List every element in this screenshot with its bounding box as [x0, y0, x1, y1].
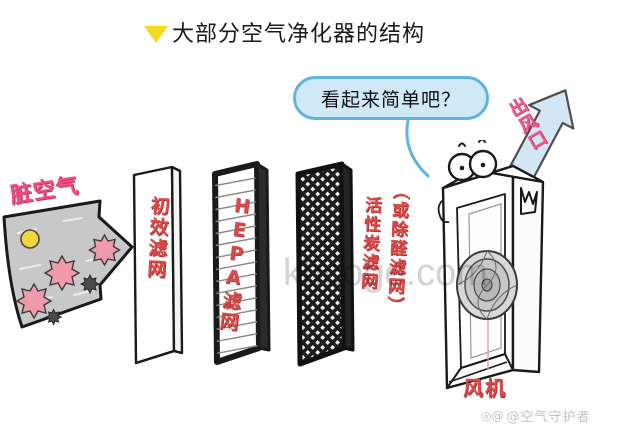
pink-germ-particle	[88, 233, 121, 267]
page-title: 大部分空气净化器的结构	[144, 16, 425, 48]
fan-label: 风机	[463, 376, 507, 400]
pre-filter-panel	[132, 165, 184, 365]
hepa-filter-panel	[212, 161, 271, 365]
pre-filter-label: 初效滤网	[143, 195, 171, 281]
speech-bubble-tail	[405, 118, 430, 178]
page-title-text: 大部分空气净化器的结构	[172, 22, 426, 47]
eyebrow-right-icon	[478, 140, 486, 143]
vent-mark-icon	[520, 187, 538, 215]
speech-bubble: 看起来简单吧？	[293, 76, 489, 120]
carbon-filter-label-secondary: （或除醛滤网）	[382, 181, 410, 316]
yellow-pollen-particle	[20, 229, 40, 249]
fan-pointer-line	[487, 320, 489, 370]
carbon-filter-panel	[295, 161, 355, 367]
corner-watermark: ◎@ @空气守护者	[481, 406, 591, 426]
pink-germ-particle	[43, 254, 81, 292]
eye-right-icon	[468, 149, 498, 179]
dirty-air-arrow	[2, 199, 134, 329]
dark-dust-particle	[79, 273, 101, 295]
pink-germ-particle	[15, 282, 53, 320]
speech-bubble-text: 看起来简单吧？	[320, 88, 461, 111]
weibo-icon: ◎@	[481, 408, 504, 423]
corner-watermark-text: @空气守护者	[506, 410, 591, 425]
dark-dust-particle	[44, 308, 63, 326]
purifier-body	[437, 140, 545, 390]
eyebrow-left-icon	[458, 142, 466, 147]
blower-fan	[456, 250, 518, 320]
triangle-down-icon	[144, 25, 168, 43]
carbon-filter-label-primary: 活性炭滤网	[356, 195, 382, 292]
